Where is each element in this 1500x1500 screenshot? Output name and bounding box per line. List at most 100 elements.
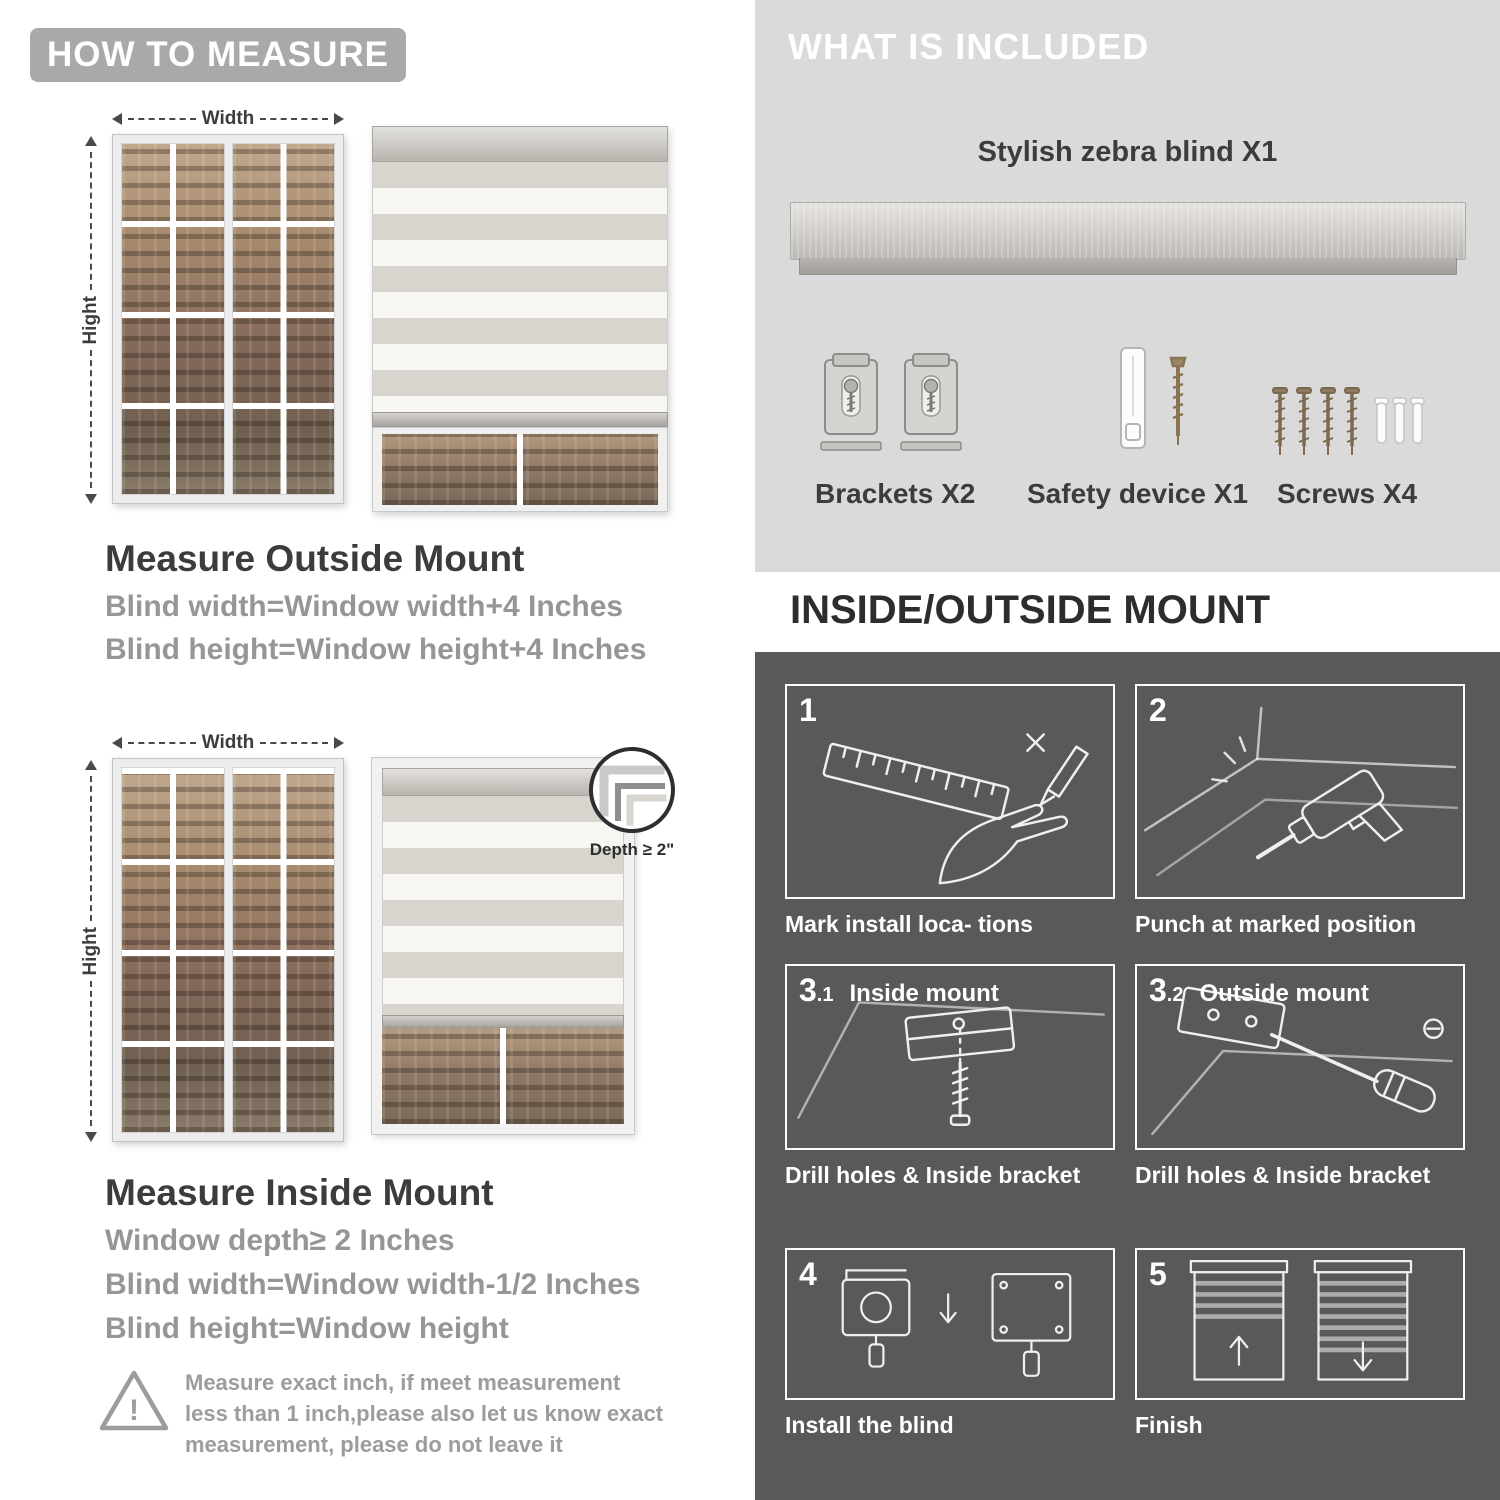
dashed-line (90, 152, 92, 290)
arrow-down-icon (85, 494, 97, 505)
step-number: 3.2 Outside mount (1149, 972, 1369, 1008)
window-illustration-outside (112, 134, 344, 504)
step-3-2-caption: Drill holes & Inside bracket (1135, 1162, 1431, 1188)
install-blind-illustration (841, 1269, 1072, 1377)
inside-mount-title: Measure Inside Mount (105, 1172, 494, 1213)
width-label: Width (201, 732, 255, 753)
inside-bracket-illustration (797, 1001, 1105, 1126)
depth-zoom-callout (588, 746, 676, 834)
arrow-up-icon (85, 136, 97, 146)
screws-label: Screws X4 (1277, 478, 1418, 509)
step-1-panel: 1 (785, 684, 1115, 899)
window-sash (121, 143, 225, 495)
width-label: Width (201, 108, 255, 129)
zebra-blind-illustration-inside (371, 757, 635, 1135)
outside-mount-line-2: Blind height=Window height+4 Inches (105, 633, 647, 666)
arrow-right-icon (334, 113, 344, 125)
step-2-panel: 2 (1135, 684, 1465, 899)
window-below-blind (372, 427, 668, 512)
safety-device-icon (1120, 347, 1187, 449)
arrow-up-icon (85, 760, 97, 770)
bracket-icon (900, 353, 962, 451)
step-3-1-caption: Drill holes & Inside bracket (785, 1162, 1081, 1188)
inside-mount-label: Inside mount (849, 980, 999, 1007)
blind-bottom-rail (382, 1015, 624, 1028)
step-1-caption: Mark install loca- tions (785, 911, 1033, 937)
brackets-label: Brackets X2 (815, 478, 976, 509)
width-arrow-outside: Width (112, 108, 344, 130)
blind-cassette (382, 768, 624, 796)
measure-warning-text: Measure exact inch, if meet measurement … (185, 1370, 664, 1457)
window-sash (231, 767, 335, 1133)
step-3-2: 3.2 Outside mount (1135, 964, 1465, 1189)
finish-illustration (1189, 1259, 1413, 1381)
step-number: 5 (1149, 1256, 1167, 1292)
what-is-included-header: WHAT IS INCLUDED (788, 26, 1150, 67)
magnifier-circle-icon (589, 747, 675, 833)
arrow-left-icon (112, 113, 122, 125)
warning-triangle-icon: ! (99, 1370, 169, 1431)
step-2: 2 Punch at marked (1135, 684, 1465, 938)
inside-outside-mount-header: INSIDE/OUTSIDE MOUNT (790, 588, 1271, 632)
step-3-1: 3.1 Inside mount (785, 964, 1115, 1189)
window-illustration-inside (112, 758, 344, 1142)
zebra-blind-headrail-illustration (790, 202, 1466, 275)
blind-bottom-rail (372, 412, 668, 427)
blind-zebra-shade (372, 162, 668, 412)
dashed-line (260, 742, 328, 744)
dashed-line (90, 981, 92, 1127)
inside-mount-line-3: Blind height=Window height (105, 1312, 509, 1345)
drill-illustration (1143, 706, 1459, 877)
step-5: 5 (1135, 1248, 1465, 1439)
mark-locations-illustration (822, 733, 1089, 885)
dashed-line (90, 350, 92, 489)
dashed-line (128, 118, 196, 120)
step-number: 4 (799, 1256, 817, 1292)
screws-icon (1272, 387, 1425, 455)
outside-mount-title: Measure Outside Mount (105, 538, 525, 579)
step-3-1-panel: 3.1 Inside mount (785, 964, 1115, 1150)
blind-cassette (372, 126, 668, 162)
warning-exclamation: ! (129, 1394, 139, 1427)
step-4-caption: Install the blind (785, 1412, 954, 1438)
how-to-measure-header: HOW TO MEASURE (30, 28, 406, 82)
height-arrow-outside: Hight (80, 136, 102, 505)
step-5-panel: 5 (1135, 1248, 1465, 1400)
dashed-line (260, 118, 328, 120)
step-number: 1 (799, 692, 817, 728)
what-is-included-panel: WHAT IS INCLUDED Stylish zebra blind X1 (755, 0, 1500, 572)
step-2-caption: Punch at marked position (1135, 911, 1417, 937)
outside-bracket-illustration (1151, 986, 1453, 1136)
step-4: 4 Install the blind (785, 1248, 1115, 1439)
arrow-right-icon (334, 737, 344, 749)
zebra-blind-count-label: Stylish zebra blind X1 (977, 136, 1278, 168)
window-sash (231, 143, 335, 495)
dashed-line (90, 776, 92, 921)
height-label: Hight (80, 295, 101, 345)
outside-mount-line-1: Blind width=Window width+4 Inches (105, 590, 624, 623)
height-arrow-inside: Hight (80, 760, 102, 1143)
dashed-line (128, 742, 196, 744)
arrow-left-icon (112, 737, 122, 749)
inside-mount-line-1: Window depth≥ 2 Inches (105, 1224, 455, 1257)
inside-mount-line-2: Blind width=Window width-1/2 Inches (105, 1268, 641, 1301)
window-sash (121, 767, 225, 1133)
height-label: Hight (80, 926, 101, 976)
mount-steps-panel: 1 (755, 652, 1500, 1500)
zebra-blind-illustration-outside (372, 126, 668, 512)
arrow-down-icon (85, 1132, 97, 1143)
step-number: 2 (1149, 692, 1167, 728)
width-arrow-inside: Width (112, 732, 344, 754)
step-1: 1 (785, 684, 1115, 938)
safety-device-label: Safety device X1 (1027, 478, 1249, 509)
window-pane (382, 434, 658, 505)
outside-mount-label: Outside mount (1199, 980, 1369, 1007)
window-pane (382, 1028, 624, 1124)
depth-callout-label: Depth ≥ 2" (589, 840, 675, 859)
step-5-caption: Finish (1135, 1412, 1203, 1438)
step-3-2-panel: 3.2 Outside mount (1135, 964, 1465, 1150)
bracket-icon (820, 353, 882, 451)
step-number: 3.1 Inside mount (799, 972, 999, 1008)
step-4-panel: 4 (785, 1248, 1115, 1400)
